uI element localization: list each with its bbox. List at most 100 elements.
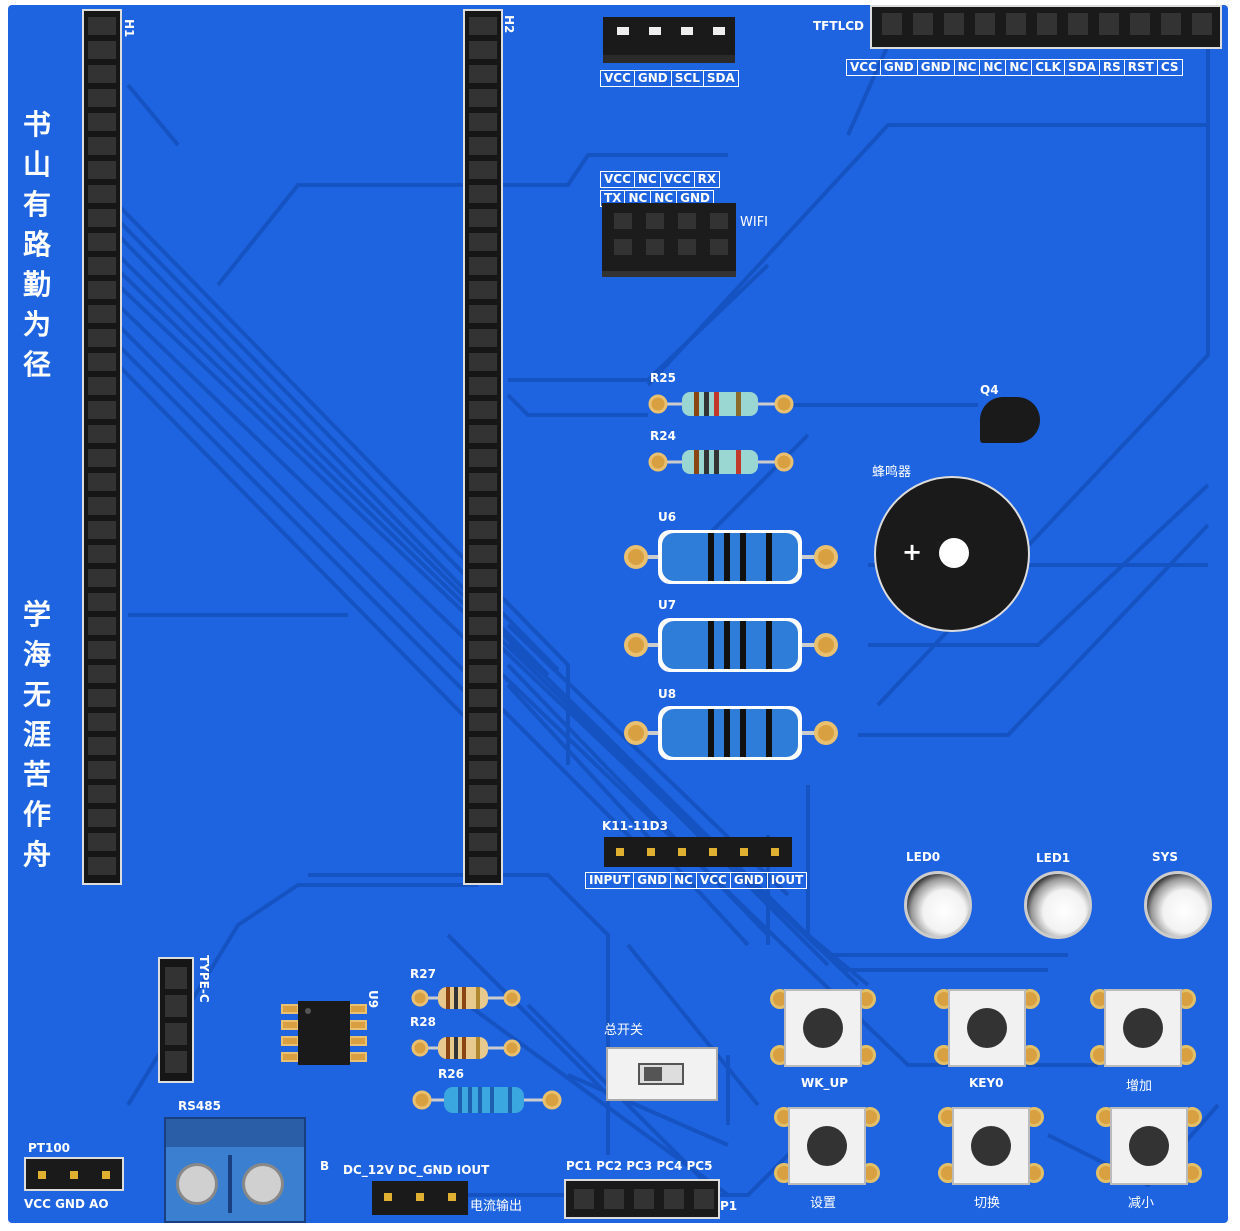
pin-label: VCC	[601, 172, 635, 187]
wifi-socket	[602, 203, 736, 277]
wifi-labels-row1: VCC NC VCC RX	[600, 171, 721, 188]
slogan-char: 勤	[22, 268, 51, 301]
pin-label: NC	[625, 191, 652, 206]
led1-label: LED1	[1036, 851, 1071, 865]
pcb-board: H1 H2 书 山 有 路 勤 为 径 学 海 无	[8, 5, 1228, 1223]
pin-label: VCC	[847, 60, 881, 75]
h1-label: H1	[122, 19, 136, 38]
k11-pin-labels: INPUT GND NC VCC GND IOUT	[585, 872, 808, 889]
pin-label: RX	[697, 172, 717, 186]
pt100-header	[24, 1157, 124, 1191]
button-increase[interactable]	[1088, 987, 1198, 1067]
pin-label: SDA	[706, 71, 735, 85]
key0-label: KEY0	[969, 1076, 1004, 1090]
pin-label: INPUT	[586, 873, 635, 888]
slogan-bottom: 学 海 无 涯 苦 作 舟	[20, 595, 54, 875]
slogan-char: 路	[22, 228, 51, 261]
power-pins: DC_12V DC_GND IOUT	[343, 1163, 490, 1177]
pin-label: NC	[1006, 60, 1033, 75]
ic-u9	[281, 1001, 367, 1065]
pin-label: SCL	[672, 71, 704, 86]
rs485-title: RS485	[178, 1099, 221, 1113]
button-wk-up[interactable]	[768, 987, 878, 1067]
pin-label: GND	[881, 60, 918, 75]
typec-header	[158, 957, 194, 1083]
resistor-r26	[412, 1087, 562, 1113]
resistor-r27	[411, 987, 521, 1009]
pin-label: VCC	[661, 172, 695, 187]
portc-p1-label: P1	[720, 1199, 738, 1213]
slogan-char: 为	[22, 308, 51, 341]
pin-label: GND	[731, 873, 768, 888]
r24-label: R24	[650, 429, 676, 443]
pin-label: CS	[1160, 60, 1179, 74]
wifi-title: WIFI	[740, 215, 768, 230]
portc-header	[564, 1179, 720, 1219]
tftlcd-pin-labels: VCC GND GND NC NC NC CLK SDA RS RST CS	[846, 59, 1183, 76]
u7-label: U7	[658, 598, 677, 612]
r28-label: R28	[410, 1015, 436, 1029]
portc-pins: PC1 PC2 PC3 PC4 PC5	[566, 1159, 713, 1173]
slogan-char: 山	[22, 148, 51, 181]
pt100-pins: VCC GND AO	[24, 1197, 109, 1211]
button-settings[interactable]	[772, 1105, 882, 1185]
pin-label: SDA	[1065, 60, 1100, 75]
tftlcd-title: TFTLCD	[813, 19, 864, 33]
rs485-b-label: B	[320, 1159, 330, 1173]
pin-label: IOUT	[770, 873, 804, 887]
button-switch[interactable]	[936, 1105, 1046, 1185]
rs485-terminal	[164, 1117, 306, 1223]
pin-label: GND	[635, 71, 672, 86]
power-header	[372, 1181, 468, 1215]
decrease-label: 减小	[1128, 1196, 1155, 1211]
slogan-char: 苦	[22, 758, 51, 791]
pt100-title: PT100	[28, 1141, 71, 1155]
pin-label: NC	[651, 191, 678, 206]
i2c-header	[603, 17, 735, 63]
settings-label: 设置	[810, 1196, 837, 1211]
slogan-char: 无	[22, 678, 51, 711]
pin-label: NC	[671, 873, 697, 888]
switch-slider[interactable]	[638, 1063, 684, 1085]
resistor-u7	[624, 618, 838, 672]
r27-label: R27	[410, 967, 436, 981]
u9-label: U9	[366, 990, 380, 1009]
slogan-char: 有	[22, 188, 51, 221]
led0	[904, 871, 972, 939]
pin-label: RS	[1100, 60, 1125, 75]
k11-title: K11-11D3	[602, 819, 668, 833]
pin-label: VCC	[601, 71, 635, 86]
button-key0[interactable]	[932, 987, 1042, 1067]
header-h1	[82, 9, 122, 885]
pin-label: TX	[601, 191, 626, 206]
u8-label: U8	[658, 687, 677, 701]
r25-label: R25	[650, 371, 676, 385]
buzzer-plus: +	[902, 538, 923, 566]
tftlcd-header	[870, 5, 1222, 49]
resistor-u6	[624, 530, 838, 584]
screw-icon[interactable]	[176, 1163, 218, 1205]
slogan-char: 学	[22, 598, 51, 631]
increase-label: 增加	[1126, 1079, 1153, 1094]
main-power-switch[interactable]	[606, 1047, 718, 1101]
slogan-char: 书	[22, 108, 51, 141]
buzzer: +	[874, 476, 1030, 632]
i2c-pin-labels: VCC GND SCL SDA	[600, 70, 739, 87]
pin-label: NC	[980, 60, 1007, 75]
pin-label: NC	[635, 172, 661, 187]
pin-label: RST	[1125, 60, 1158, 75]
switch-title: 总开关	[604, 1023, 644, 1038]
slogan-char: 涯	[22, 718, 51, 751]
buzzer-label: 蜂鸣器	[872, 465, 912, 480]
pin-label: GND	[680, 191, 711, 205]
slogan-char: 作	[22, 798, 51, 831]
header-h2	[463, 9, 503, 885]
u6-label: U6	[658, 510, 677, 524]
button-decrease[interactable]	[1094, 1105, 1204, 1185]
resistor-r28	[411, 1037, 521, 1059]
led0-label: LED0	[906, 850, 941, 864]
screw-icon[interactable]	[242, 1163, 284, 1205]
switch-label: 切换	[974, 1196, 1001, 1211]
typec-label: TYPE-C	[197, 955, 211, 1003]
power-out-label: 电流输出	[470, 1199, 523, 1214]
